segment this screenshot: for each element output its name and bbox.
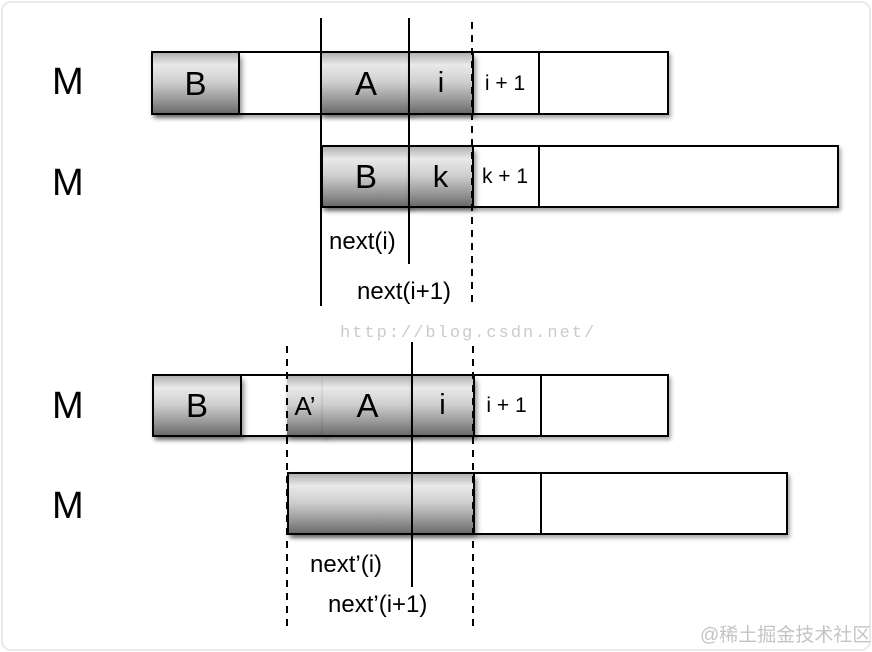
cell-r1-a: A xyxy=(322,53,412,113)
pointer-line-next-prime-i-plus-1-dashed xyxy=(472,346,474,629)
cell-r2-k-plus-1: k + 1 xyxy=(472,147,540,206)
pointer-line-next-i xyxy=(320,18,322,306)
watermark-center: http://blog.csdn.net/ xyxy=(340,324,597,343)
cell-label: i xyxy=(437,66,445,99)
row-label-m-4: M xyxy=(52,485,84,527)
cell-r2-k: k xyxy=(409,147,474,206)
cell-r3-i: i xyxy=(412,376,475,435)
row-label-m-1: M xyxy=(52,61,84,103)
cell-label: k xyxy=(432,159,449,194)
pointer-line-a-i-boundary xyxy=(408,18,410,264)
next-prime-i-label: next’(i) xyxy=(310,551,383,578)
cell-label: i + 1 xyxy=(484,71,526,95)
cell-label: A xyxy=(354,64,377,102)
cell-r4-blank2 xyxy=(540,474,786,533)
cell-r3-a-prime: A’ xyxy=(287,376,325,435)
next-i-label: next(i) xyxy=(329,228,396,255)
pointer-line-next-i-plus-1-dashed xyxy=(471,22,473,306)
memory-row-3: B A’ A i i + 1 xyxy=(152,374,669,437)
row-label-m-3: M xyxy=(52,385,84,427)
memory-row-2: B k k + 1 xyxy=(321,145,839,208)
pointer-line-next-prime-i-dashed xyxy=(286,346,288,630)
cell-label: A xyxy=(356,387,379,424)
cell-r1-b: B xyxy=(153,53,240,113)
cell-r3-a: A xyxy=(323,376,414,435)
cell-r1-blank2 xyxy=(538,53,667,113)
pointer-line-a-i-boundary-2 xyxy=(411,342,413,587)
watermark-bottom-right: @稀土掘金技术社区 xyxy=(700,625,872,646)
cell-r3-blank2 xyxy=(540,376,667,435)
cell-label: B xyxy=(354,158,377,195)
cell-r1-i-plus-1: i + 1 xyxy=(472,53,540,113)
memory-row-4 xyxy=(287,472,788,535)
cell-r4-blank1 xyxy=(473,474,542,533)
cell-r2-b: B xyxy=(323,147,411,206)
cell-label: B xyxy=(184,64,207,102)
next-prime-i-plus-1-label: next’(i+1) xyxy=(328,591,428,618)
memory-row-1: B A i i + 1 xyxy=(151,51,669,115)
cell-label: B xyxy=(185,387,208,424)
cell-label: k + 1 xyxy=(481,165,529,188)
cell-r3-blank1 xyxy=(240,376,289,435)
cell-r2-blank xyxy=(538,147,837,206)
cell-r1-i: i xyxy=(410,53,474,113)
cell-label: i xyxy=(439,389,446,421)
row-label-m-2: M xyxy=(52,162,84,204)
cell-r1-blank1 xyxy=(238,53,324,113)
cell-r4-grad xyxy=(289,474,475,533)
cell-r3-i-plus-1: i + 1 xyxy=(473,376,542,435)
cell-label: A’ xyxy=(294,390,316,421)
cell-label: i + 1 xyxy=(486,394,527,417)
cell-r3-b: B xyxy=(154,376,242,435)
next-i-plus-1-label: next(i+1) xyxy=(357,278,452,305)
